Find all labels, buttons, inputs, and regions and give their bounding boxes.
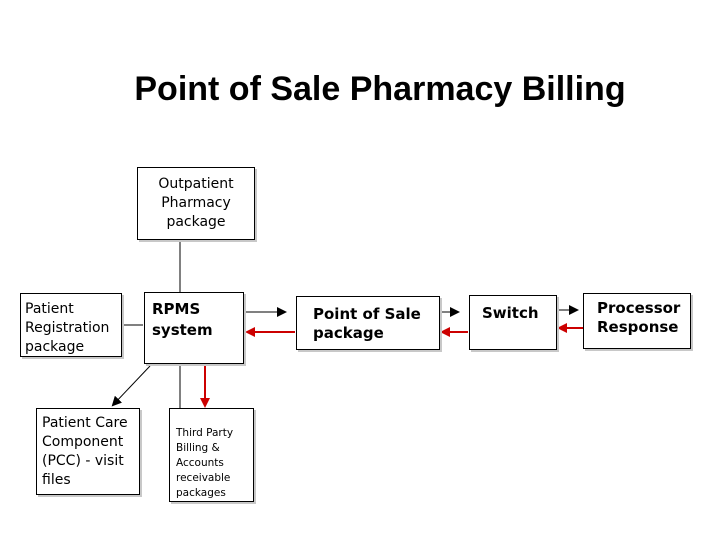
- pos-line-1: Point of Sale: [313, 305, 421, 323]
- third-party-line-3: Accounts: [176, 457, 224, 469]
- rpms-line-2: system: [152, 321, 213, 339]
- outpatient-line-3: package: [166, 214, 226, 230]
- pcc-line-4: files: [42, 472, 71, 488]
- pcc-line-3: (PCC) - visit: [42, 453, 124, 469]
- registration-line-1: Patient: [25, 301, 74, 317]
- outpatient-line-1: Outpatient: [158, 176, 234, 192]
- third-party-billing-box: Third Party Billing & Accounts receivabl…: [169, 408, 254, 502]
- registration-line-3: package: [25, 339, 85, 355]
- pcc-line-1: Patient Care: [42, 415, 128, 431]
- outpatient-pharmacy-box: Outpatient Pharmacy package: [137, 167, 255, 240]
- third-party-line-4: receivable: [176, 472, 231, 484]
- outpatient-line-2: Pharmacy: [161, 195, 231, 211]
- registration-line-2: Registration: [25, 320, 110, 336]
- processor-line-2: Response: [597, 318, 679, 336]
- third-party-line-5: packages: [176, 487, 226, 499]
- patient-registration-box: Patient Registration package: [20, 293, 122, 357]
- switch-box: Switch: [469, 295, 557, 350]
- switch-label: Switch: [482, 304, 539, 322]
- point-of-sale-box: Point of Sale package: [296, 296, 440, 350]
- pcc-line-2: Component: [42, 434, 124, 450]
- processor-response-box: Processor Response: [583, 293, 691, 349]
- patient-care-component-box: Patient Care Component (PCC) - visit fil…: [36, 408, 140, 495]
- rpms-system-box: RPMS system: [144, 292, 244, 364]
- pos-line-2: package: [313, 324, 384, 342]
- rpms-line-1: RPMS: [152, 300, 201, 318]
- third-party-line-2: Billing &: [176, 442, 220, 454]
- processor-line-1: Processor: [597, 299, 681, 317]
- arrow-rpms-pcc: [111, 365, 151, 407]
- third-party-line-1: Third Party: [176, 427, 234, 439]
- diagram-title: Point of Sale Pharmacy Billing: [134, 70, 626, 108]
